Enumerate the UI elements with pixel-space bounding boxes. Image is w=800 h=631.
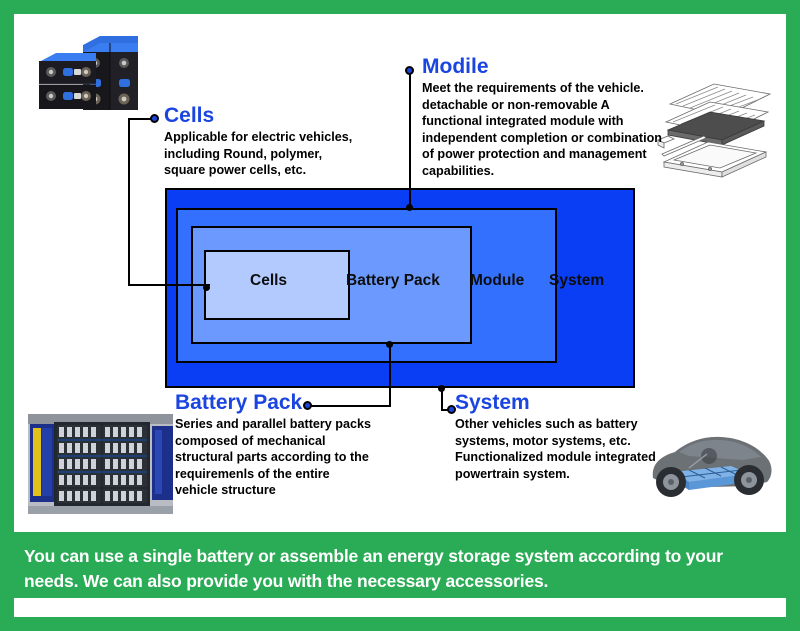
callout-cells-title: Cells	[164, 104, 215, 127]
callout-module: Modile Meet the requirements of the vehi…	[422, 56, 672, 180]
callout-battery-pack-title: Battery Pack	[175, 391, 303, 414]
callout-system-body: Other vehicles such as battery systems, …	[455, 417, 656, 481]
cells-connector-segment-horizontal-bottom	[128, 284, 210, 286]
battery-pack-connector-segment-horizontal	[308, 405, 391, 407]
callout-battery-pack-body: Series and parallel battery packs compos…	[175, 417, 372, 498]
cells-box	[204, 250, 350, 320]
bottom-banner-text: You can use a single battery or assemble…	[24, 546, 723, 591]
prismatic-battery-cells-photo	[34, 22, 154, 114]
battery-pack-callout-dot	[303, 401, 312, 410]
cells-connector-junction-dot	[203, 284, 210, 291]
bottom-banner: You can use a single battery or assemble…	[14, 538, 786, 598]
electric-vehicle-cutaway-photo	[645, 420, 777, 512]
cells-connector-segment-vertical	[128, 118, 130, 286]
callout-battery-pack: Battery Pack Series and parallel battery…	[175, 392, 375, 499]
bottom-white-strip	[14, 598, 786, 617]
callout-system-title: System	[455, 391, 530, 414]
module-connector-segment-vertical	[409, 74, 411, 208]
battery-pack-assembly-photo	[28, 414, 173, 514]
battery-pack-connector-segment-vertical	[389, 344, 391, 406]
module-connector-junction-dot	[406, 204, 413, 211]
battery-pack-box-label: Battery Pack	[346, 272, 440, 289]
exploded-battery-module-diagram	[652, 82, 777, 182]
nested-battery-hierarchy-diagram: System Module Battery Pack Cells	[165, 188, 635, 388]
callout-cells: Cells Applicable for electric vehicles, …	[164, 105, 364, 179]
callout-module-title: Modile	[422, 55, 489, 78]
cells-connector-segment-horizontal-top	[128, 118, 158, 120]
module-box-label: Module	[470, 272, 525, 289]
battery-pack-connector-junction-dot	[386, 341, 393, 348]
cells-box-label: Cells	[250, 272, 288, 289]
system-box-label: System	[549, 272, 605, 289]
system-connector-segment-vertical	[441, 388, 443, 410]
callout-system: System Other vehicles such as battery sy…	[455, 392, 680, 482]
callout-cells-body: Applicable for electric vehicles, includ…	[164, 130, 353, 178]
callout-module-body: Meet the requirements of the vehicle. de…	[422, 81, 662, 179]
cells-callout-dot	[150, 114, 159, 123]
module-callout-dot	[405, 66, 414, 75]
system-callout-dot	[447, 405, 456, 414]
system-connector-junction-dot	[438, 385, 445, 392]
